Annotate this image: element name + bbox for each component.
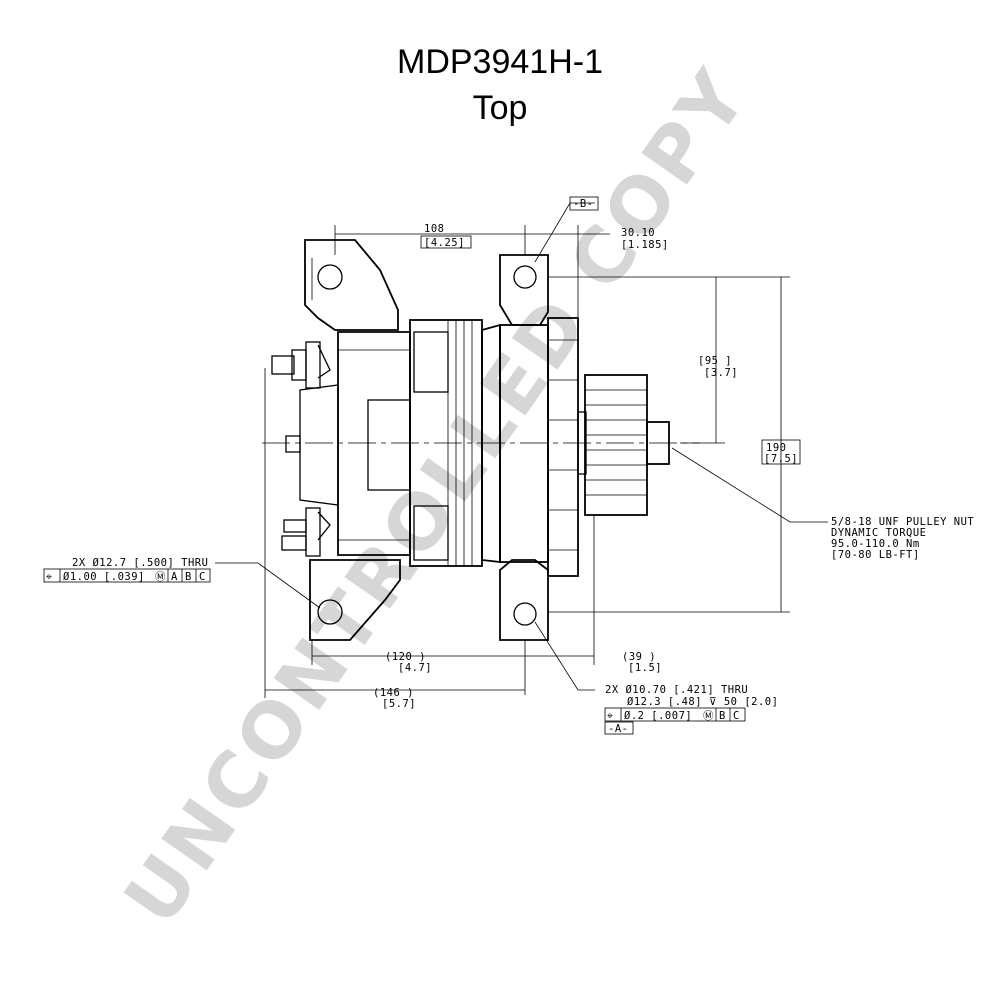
right-bottom-ear [499, 559, 549, 641]
pulley-nut [646, 421, 670, 465]
left-top-ear [304, 239, 399, 331]
dim-39-mm: (39 ) [622, 651, 656, 663]
dim-120-mm: (120 ) [385, 651, 426, 663]
pulley-grooves [585, 389, 647, 496]
datum-b-label: -B- [573, 198, 593, 210]
datum-a-label: -A- [608, 723, 628, 735]
view-title: Top [472, 89, 528, 127]
pulley [584, 374, 648, 516]
dim-39-in: [1.5] [628, 662, 662, 674]
pulley-nut-note-3: 95.0-110.0 Nm [831, 538, 920, 550]
left-hole-callout: 2X Ø12.7 [.500] THRU [72, 557, 208, 569]
dim-95-in: [3.7] [704, 367, 738, 379]
dim-30-mm: 30.10 [621, 227, 655, 239]
dim-190-mm: 190 [766, 442, 786, 454]
dim-146-in: [5.7] [382, 698, 416, 710]
dim-95-mm: [95 ] [698, 355, 732, 367]
alternator-body [271, 239, 670, 641]
pulley-nut-note-4: [70-80 LB-FT] [831, 549, 920, 561]
right-fcf-tolerance: Ø.2 [.007] [624, 710, 692, 722]
right-hole-callout-1: 2X Ø10.70 [.421] THRU [605, 684, 748, 696]
left-fcf-tolerance: Ø1.00 [.039] [63, 571, 145, 583]
left-top-hole [317, 264, 343, 290]
dimension-lines [215, 202, 828, 698]
position-symbol: ⌖ [46, 571, 52, 583]
right-fcf-datum-b: B [719, 710, 726, 722]
right-hole-fcf: ⌖ Ø.2 [.007] Ⓜ B C [604, 707, 746, 722]
part-number-title: MDP3941H-1 [397, 43, 603, 81]
pulley-nut-note-2: DYNAMIC TORQUE [831, 527, 927, 539]
dim-146-mm: (146 ) [373, 687, 414, 699]
watermark-text: UNCONTROLLED COPY [107, 52, 766, 940]
mmc-symbol: Ⓜ [155, 571, 166, 583]
dim-108-in: [4.25] [424, 237, 465, 249]
left-bottom-hole [317, 599, 343, 625]
dim-30-in: [1.185] [621, 239, 669, 251]
rear-cover [299, 384, 339, 506]
dim-108-mm: 108 [424, 223, 444, 235]
right-top-hole [513, 265, 537, 289]
pulley-nut-note-1: 5/8-18 UNF PULLEY NUT [831, 516, 974, 528]
right-bottom-hole [513, 602, 537, 626]
right-hole-callout-2: Ø12.3 [.48] ⊽ 50 [2.0] [627, 696, 778, 708]
left-fcf-datum-a: A [171, 571, 178, 583]
position-symbol-2: ⌖ [607, 710, 613, 722]
left-bottom-ear [309, 559, 401, 641]
right-fcf-datum-c: C [733, 710, 740, 722]
mmc-symbol-2: Ⓜ [703, 710, 714, 722]
left-fcf-datum-b: B [185, 571, 192, 583]
left-hole-fcf: ⌖ Ø1.00 [.039] Ⓜ A B C [43, 568, 211, 583]
cooling-fins [447, 320, 473, 566]
terminal-studs [271, 341, 331, 557]
dim-190-in: [7.5] [764, 453, 798, 465]
dim-120-in: [4.7] [398, 662, 432, 674]
left-fcf-datum-c: C [199, 571, 206, 583]
